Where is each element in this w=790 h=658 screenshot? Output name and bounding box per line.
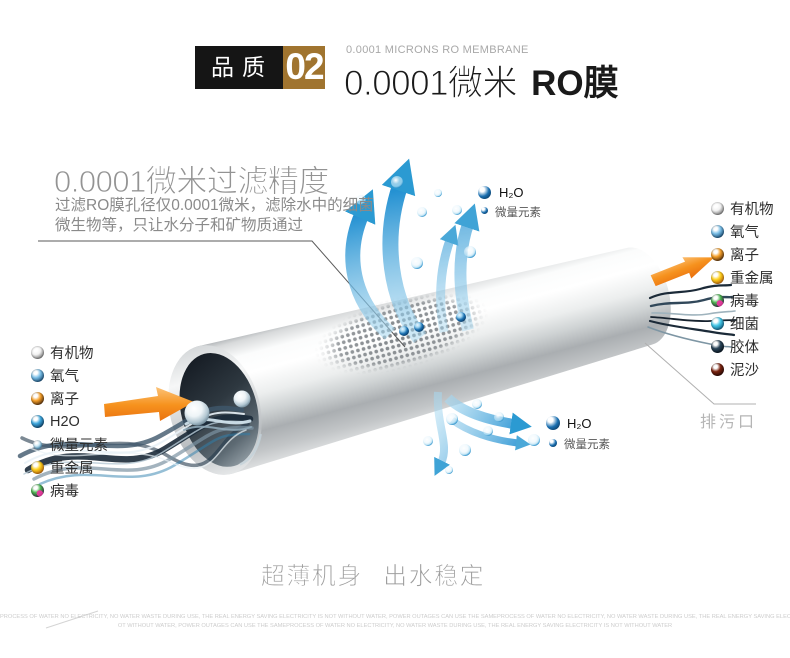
legend-item: 病毒: [711, 289, 774, 312]
quality-badge-number: 02: [283, 46, 325, 89]
water-bubbles: [356, 176, 540, 474]
particle-ion-icon: [31, 392, 44, 405]
particle-organics-icon: [711, 202, 724, 215]
outlet-waste-streams: [647, 283, 737, 348]
legend-item: 有机物: [31, 341, 108, 364]
header-title: 0.0001微米 RO膜: [343, 55, 619, 106]
h2o-molecule-icon: [546, 416, 560, 430]
legend-label: 病毒: [730, 294, 759, 310]
legend-outlet: 有机物 氧气 离子 重金属 病毒 细菌 胶体 泥沙: [711, 197, 774, 381]
feature-heading: 0.0001微米过滤精度: [54, 164, 330, 200]
particle-ion-icon: [711, 248, 724, 261]
legend-label: 有机物: [730, 202, 774, 218]
legend-item: 重金属: [711, 266, 774, 289]
particle-virus-icon: [31, 484, 44, 497]
legend-label: 离子: [730, 248, 759, 264]
legend-item: 氧气: [711, 220, 774, 243]
trace-label-top: 微量元素: [495, 207, 541, 219]
legend-label: 病毒: [50, 484, 79, 500]
h2o-label-bottom: H₂O: [567, 416, 592, 431]
legend-label: 胶体: [730, 340, 759, 356]
particle-heavymetal-icon: [31, 461, 44, 474]
particle-organics-icon: [31, 346, 44, 359]
particle-virus-icon: [711, 294, 724, 307]
particle-heavymetal-icon: [711, 271, 724, 284]
legend-item: H2O: [31, 410, 108, 433]
h2o-label-top: H₂O: [499, 185, 524, 200]
legend-item: 重金属: [31, 456, 108, 479]
legend-label: 泥沙: [730, 363, 759, 379]
trace-element-icon: [549, 439, 557, 447]
feature-desc-line1: 过滤RO膜孔径仅0.0001微米，滤除水中的细菌: [55, 197, 374, 214]
legend-label: 细菌: [730, 317, 759, 333]
legend-item: 离子: [711, 243, 774, 266]
legend-item: 泥沙: [711, 358, 774, 381]
fineprint: PROCESS OF WATER NO ELECTRICITY, NO WATE…: [0, 613, 790, 631]
legend-label: 重金属: [730, 271, 774, 287]
inlet-arrow: [104, 387, 194, 421]
particle-trace-icon: [33, 440, 42, 449]
legend-item: 微量元素: [31, 433, 108, 456]
tagline: 超薄机身 出水稳定: [260, 563, 486, 591]
fineprint-line2: OT WITHOUT WATER, POWER OUTAGES CAN USE …: [117, 623, 673, 629]
h2o-molecule-icon: [478, 186, 491, 199]
header-title-bold: RO膜: [531, 64, 619, 103]
pure-water-arrows-down: [433, 391, 532, 476]
legend-item: 胶体: [711, 335, 774, 358]
legend-item: 有机物: [711, 197, 774, 220]
header-subtitle: 0.0001 MICRONS RO MEMBRANE: [346, 44, 529, 56]
inlet-water-streams: [17, 405, 254, 486]
trace-element-icon: [481, 207, 488, 214]
fineprint-line1: PROCESS OF WATER NO ELECTRICITY, NO WATE…: [0, 614, 790, 620]
quality-badge: 品质: [195, 46, 283, 89]
legend-label: 氧气: [730, 225, 759, 241]
particle-h2o-icon: [31, 415, 44, 428]
legend-item: 病毒: [31, 479, 108, 502]
drain-callout-line: [644, 342, 756, 405]
particle-colloid-icon: [711, 340, 724, 353]
legend-item: 离子: [31, 387, 108, 410]
legend-label: 氧气: [50, 369, 79, 385]
drain-outlet-label: 排污口: [700, 414, 758, 431]
legend-label: 重金属: [50, 461, 94, 477]
legend-label: 离子: [50, 392, 79, 408]
feature-description: 过滤RO膜孔径仅0.0001微米，滤除水中的细菌 微生物等，只让水分子和矿物质通…: [55, 196, 374, 236]
legend-label: 有机物: [50, 346, 94, 362]
particle-bacteria-icon: [711, 317, 724, 330]
outlet-arrow: [650, 257, 715, 287]
legend-label: H2O: [50, 413, 80, 430]
particle-oxygen-icon: [31, 369, 44, 382]
particle-oxygen-icon: [711, 225, 724, 238]
water-droplets: [184, 390, 251, 426]
particle-sediment-icon: [711, 363, 724, 376]
feature-desc-line2: 微生物等，只让水分子和矿物质通过: [55, 217, 304, 234]
legend-label: 微量元素: [50, 438, 108, 454]
legend-item: 细菌: [711, 312, 774, 335]
deco-line: [45, 610, 99, 629]
legend-item: 氧气: [31, 364, 108, 387]
trace-label-bottom: 微量元素: [564, 439, 610, 451]
legend-inlet: 有机物 氧气 离子 H2O 微量元素 重金属 病毒: [31, 341, 108, 502]
header-title-value: 0.0001微米: [343, 64, 518, 104]
